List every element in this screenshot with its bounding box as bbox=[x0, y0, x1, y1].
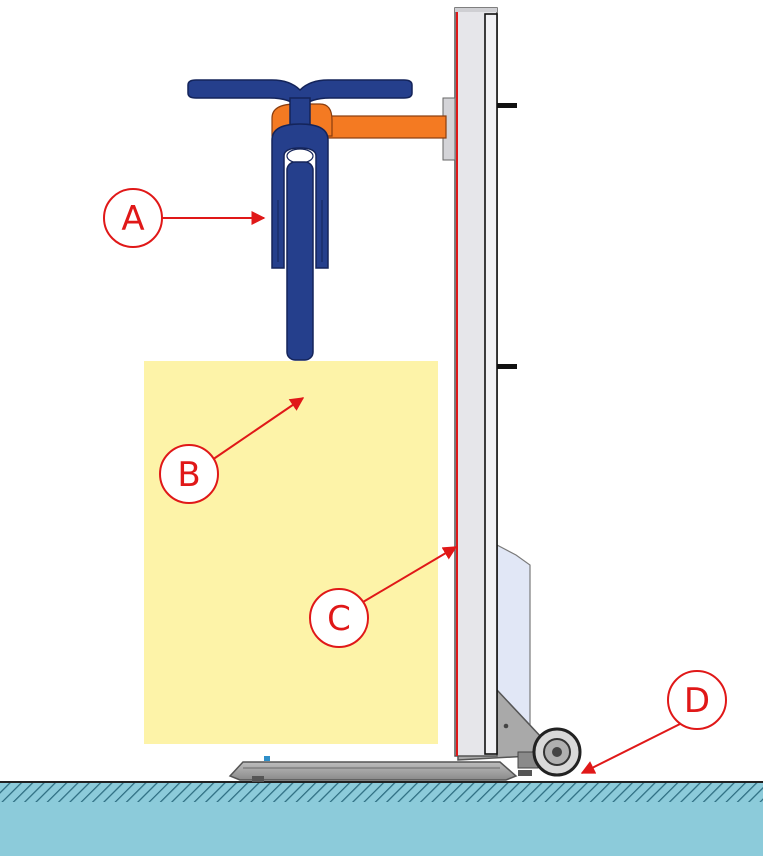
callout-label: A bbox=[121, 199, 144, 239]
callout-label: D bbox=[684, 681, 710, 721]
base-plate bbox=[228, 756, 518, 782]
base-plate-body bbox=[228, 761, 518, 781]
arrow-b bbox=[211, 397, 305, 461]
floor-hatch bbox=[0, 782, 763, 804]
callout-c: C bbox=[309, 588, 369, 648]
callout-circle bbox=[309, 588, 369, 648]
fork-assembly bbox=[187, 79, 413, 361]
fork-crown-hole bbox=[286, 148, 314, 164]
load-block bbox=[144, 361, 438, 744]
callout-arrows bbox=[162, 211, 685, 774]
bolt bbox=[503, 723, 509, 729]
callout-d: D bbox=[667, 670, 727, 730]
knob-lower bbox=[497, 364, 517, 369]
column bbox=[442, 7, 517, 757]
foot-left bbox=[252, 776, 264, 782]
floor-fill bbox=[0, 802, 763, 856]
column-inner-channel bbox=[484, 13, 498, 755]
callout-b: B bbox=[159, 444, 219, 504]
arrow-d bbox=[580, 721, 685, 774]
floor bbox=[0, 781, 763, 856]
foot-right bbox=[518, 770, 532, 776]
callout-circle bbox=[159, 444, 219, 504]
arrow-c bbox=[362, 546, 458, 603]
level-indicator bbox=[264, 756, 270, 761]
handlebar bbox=[187, 79, 413, 110]
callout-circle bbox=[103, 188, 163, 248]
knob-upper bbox=[497, 103, 517, 108]
callout-label: B bbox=[177, 455, 200, 495]
callout-label: C bbox=[327, 599, 351, 639]
callout-a: A bbox=[103, 188, 163, 248]
callout-circle bbox=[667, 670, 727, 730]
wheel-hub bbox=[552, 747, 562, 757]
column-top-cap bbox=[455, 8, 497, 12]
steerer-tube bbox=[286, 161, 314, 361]
caster-wheel bbox=[517, 727, 582, 777]
